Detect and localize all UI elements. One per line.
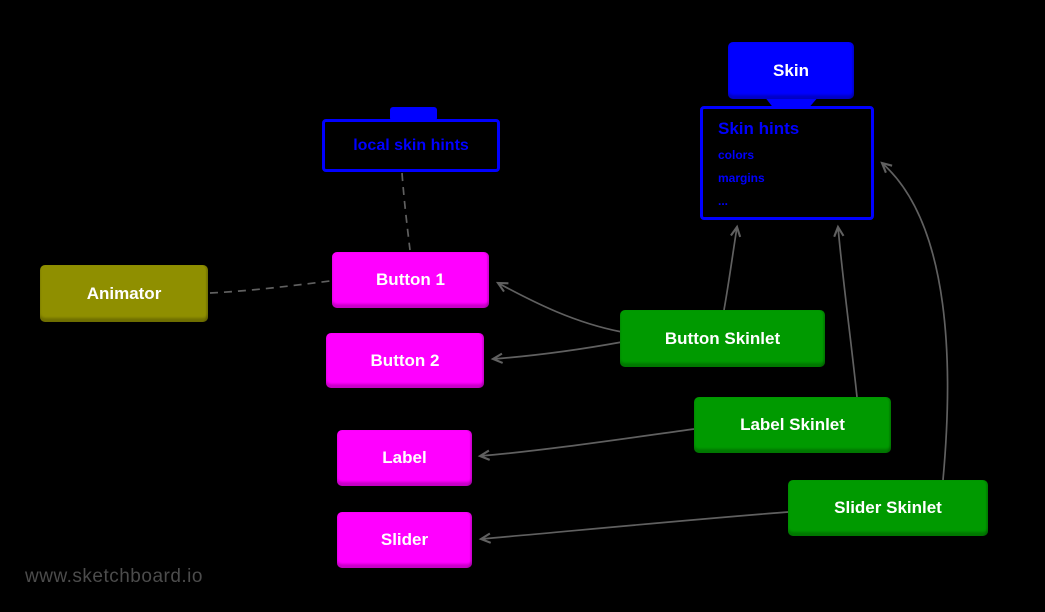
node-local-skin-hints[interactable]: local skin hints <box>322 119 500 172</box>
node-button-1[interactable]: Button 1 <box>332 252 489 308</box>
skin-hints-item-ellipsis: ... <box>718 194 729 208</box>
skin-hints-item-colors: colors <box>718 148 755 162</box>
sketchboard-watermark: www.sketchboard.io <box>25 566 203 587</box>
node-button-skinlet-label: Button Skinlet <box>664 328 781 348</box>
node-animator[interactable]: Animator <box>40 265 208 322</box>
node-slider-label: Slider <box>380 530 429 549</box>
node-label-skinlet-label: Label Skinlet <box>740 415 845 434</box>
connector-buttonskinlet-button2[interactable] <box>493 341 623 359</box>
node-slider-skinlet-label: Slider Skinlet <box>834 498 942 517</box>
node-animator-label: Animator <box>86 283 162 303</box>
node-label[interactable]: Label <box>337 430 472 486</box>
node-slider[interactable]: Slider <box>337 512 472 568</box>
node-button-skinlet[interactable]: Button Skinlet <box>620 310 825 367</box>
connector-animator-button1[interactable] <box>209 280 331 294</box>
node-skin-hints[interactable]: Skin hints colors margins ... <box>700 106 874 220</box>
connector-buttonskinlet-skinhints[interactable] <box>723 227 737 311</box>
node-button-2[interactable]: Button 2 <box>326 333 484 388</box>
node-skin-label: Skin <box>773 60 809 80</box>
node-local-skin-hints-label: local skin hints <box>353 136 469 154</box>
connector-localhints-button1[interactable] <box>401 172 411 251</box>
skin-hints-title: Skin hints <box>718 119 800 138</box>
node-skin[interactable]: Skin <box>728 42 854 99</box>
connector-labelskinlet-label[interactable] <box>480 428 695 456</box>
local-skin-hints-tab <box>390 107 437 121</box>
node-button-1-label: Button 1 <box>376 270 445 289</box>
connector-sliderskinlet-slider[interactable] <box>481 511 789 539</box>
skin-hints-item-margins: margins <box>718 171 765 185</box>
node-label-label: Label <box>382 448 427 467</box>
node-button-2-label: Button 2 <box>370 350 440 370</box>
connector-sliderskinlet-skinhints[interactable] <box>882 163 949 481</box>
connector-buttonskinlet-button1[interactable] <box>498 283 623 333</box>
node-slider-skinlet[interactable]: Slider Skinlet <box>788 480 988 536</box>
connector-labelskinlet-skinhints[interactable] <box>838 227 858 398</box>
node-label-skinlet[interactable]: Label Skinlet <box>694 397 891 453</box>
